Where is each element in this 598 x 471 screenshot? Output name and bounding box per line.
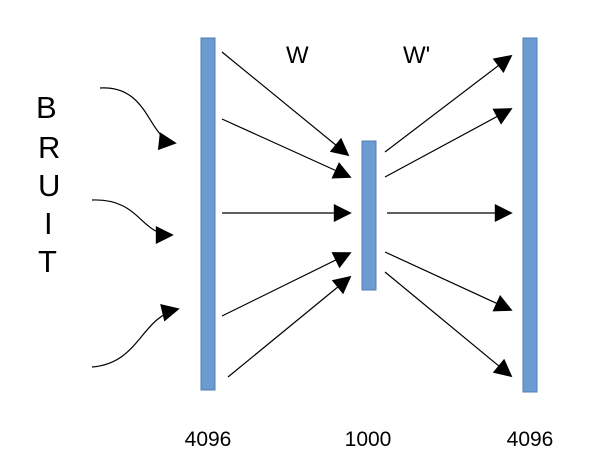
noise-arrows [91,87,180,368]
noise-arrow-3 [91,303,180,368]
noise-letter: R [38,130,60,165]
encoder-arrow-4 [221,252,352,317]
encoder-arrow-2 [221,118,352,179]
output-layer [522,37,538,393]
hidden-size-label: 1000 [345,428,392,451]
decoder-arrows [384,54,513,378]
noise-arrow-2 [91,199,174,244]
decoder-arrow-2 [384,108,513,178]
encoder-weight-label: W [286,42,309,69]
noise-letter: I [44,206,53,241]
decoder-arrow-5 [384,271,513,378]
noise-label: B R U I T [36,90,60,279]
encoder-arrows [221,51,352,378]
noise-letter: T [38,244,57,279]
noise-letter: B [36,90,57,125]
input-layer [200,37,216,391]
hidden-layer [361,140,377,291]
encoder-arrow-5 [227,275,352,378]
noise-letter: U [38,168,60,203]
output-size-label: 4096 [507,428,554,451]
encoder-arrow-1 [221,51,350,157]
noise-arrow-1 [99,87,177,151]
decoder-arrow-1 [384,54,513,153]
input-size-label: 4096 [185,428,232,451]
decoder-arrow-4 [384,251,513,312]
decoder-weight-label: W' [403,42,430,69]
